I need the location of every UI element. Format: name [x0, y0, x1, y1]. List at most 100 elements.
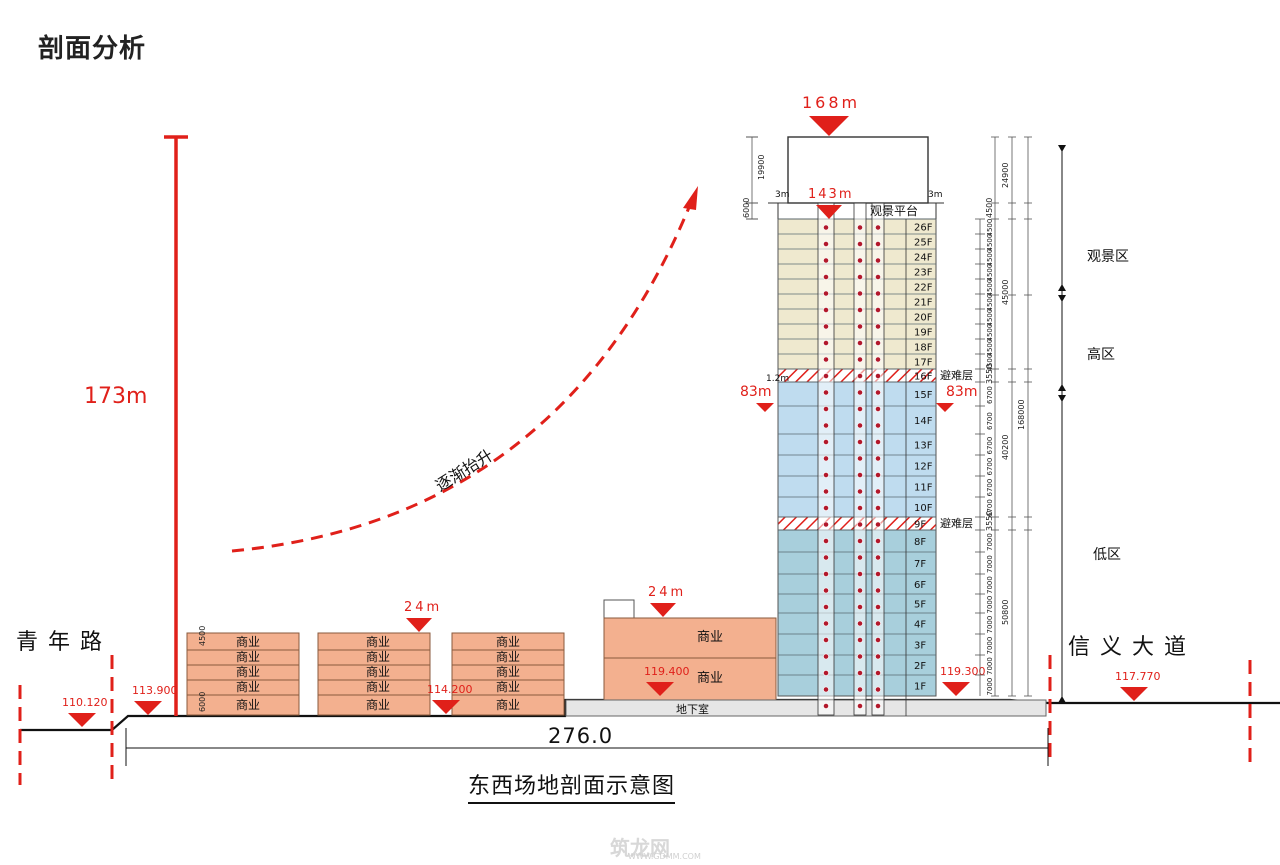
core-node [875, 241, 881, 247]
floor-dim: 7000 [986, 678, 994, 696]
core-node [857, 389, 863, 396]
core-node [857, 488, 863, 495]
core-node [857, 472, 863, 478]
floor-dim: 4500 [986, 294, 994, 312]
height-mid-left-label: 83m [740, 384, 771, 400]
core-node [875, 373, 881, 379]
core-node [823, 389, 829, 396]
core-node [823, 670, 829, 676]
core-node [823, 538, 829, 544]
core-node [857, 373, 863, 379]
core-node [823, 373, 829, 379]
road-west: 青年路 [16, 630, 112, 655]
floor-dim: 6700 [986, 412, 994, 430]
core-node [875, 488, 881, 495]
core-node [857, 703, 863, 709]
floor-label: 11F [914, 483, 933, 494]
zone-tick [1058, 395, 1066, 402]
dim-total: 168000 [1017, 399, 1026, 430]
core-node [823, 554, 829, 561]
floor-dim: 4500 [986, 339, 994, 357]
core-node [857, 323, 863, 330]
core-node [875, 554, 881, 561]
dim-refuge-upper: 3550 [985, 364, 994, 384]
floor-label: 16F [914, 372, 933, 383]
commercial-block-1 [186, 632, 300, 716]
elev-e-road: 117.770 [1115, 670, 1161, 683]
core-node [875, 290, 881, 297]
floor-label: 17F [914, 358, 933, 369]
dim-left-platform: 6000 [742, 198, 751, 218]
commercial-label: 商业 [236, 664, 260, 679]
floor-label: 7F [914, 559, 926, 570]
core-node [875, 406, 881, 412]
elev-tower-marker [942, 682, 970, 696]
dim-right-platform: 4500 [985, 198, 994, 218]
core-node [823, 620, 829, 627]
elev-w-road: 110.120 [62, 696, 108, 709]
core-node [875, 620, 881, 627]
commercial-label: 商业 [236, 697, 260, 712]
height-podium-2: 24m [648, 585, 686, 600]
setback-left: 3m [775, 190, 790, 200]
commercial-label: 商业 [236, 634, 260, 649]
core-node [857, 620, 863, 627]
floor-label: 4F [914, 620, 926, 631]
commercial-label: 商业 [236, 679, 260, 694]
floor-dim: 7000 [986, 637, 994, 655]
floor-label: 6F [914, 580, 926, 591]
core-node [875, 439, 881, 445]
core-node [857, 604, 863, 610]
floor-label: 8F [914, 537, 926, 548]
core-node [875, 340, 881, 346]
core-node [823, 356, 829, 363]
floor-labels: 1F2F3F4F5F6F7F8F9F10F11F12F13F14F15F16F1… [914, 223, 933, 693]
watermark-url: WWW.GDMM.COM [628, 852, 701, 861]
dim-view: 45000 [1001, 280, 1010, 305]
core-node [823, 488, 829, 495]
podium-label-upper: 商业 [697, 630, 723, 645]
zone-tick-top [1058, 145, 1066, 152]
floor-dim: 4500 [986, 279, 994, 297]
setback-1-2m: 1.2m [766, 374, 789, 384]
core-node [823, 323, 829, 330]
floor-dim: 4500 [986, 324, 994, 342]
core-node [857, 439, 863, 445]
core-node [857, 241, 863, 247]
floor-dim: 7000 [986, 616, 994, 634]
zone-low: 低区 [1093, 547, 1121, 563]
core-node [875, 703, 881, 709]
commercial-label: 商业 [366, 697, 390, 712]
core-node [875, 538, 881, 544]
core-node [857, 340, 863, 346]
diagram-caption: 东西场地剖面示意图 [468, 768, 676, 804]
core-node [857, 637, 863, 643]
floor-label: 1F [914, 682, 926, 693]
floor-dim: 4500 [986, 309, 994, 327]
floor-label: 14F [914, 416, 933, 427]
core-node [875, 274, 881, 280]
core-node [875, 422, 881, 429]
floor-label: 23F [914, 268, 933, 279]
core-node [875, 323, 881, 330]
dim-mid: 40200 [1001, 435, 1010, 460]
zone-tick [1058, 295, 1066, 302]
core-node [875, 521, 881, 528]
core-node [857, 257, 863, 264]
core-node [823, 406, 829, 412]
height-roof-label: 143m [808, 187, 853, 202]
core-node [823, 703, 829, 709]
floor-dim: 6700 [986, 437, 994, 455]
core-node [875, 670, 881, 676]
floor-label: 9F [914, 520, 926, 531]
core-node [823, 422, 829, 429]
height-mid-right-marker [936, 403, 954, 412]
floor-dim: 6700 [986, 499, 994, 517]
core-node [857, 587, 863, 594]
floor-label: 5F [914, 600, 926, 611]
rising-arrow-head [683, 186, 698, 210]
core-node [823, 505, 829, 511]
floor-dim: 7000 [986, 596, 994, 614]
dim-comm-a: 4500 [198, 626, 207, 646]
core-node [875, 653, 881, 660]
